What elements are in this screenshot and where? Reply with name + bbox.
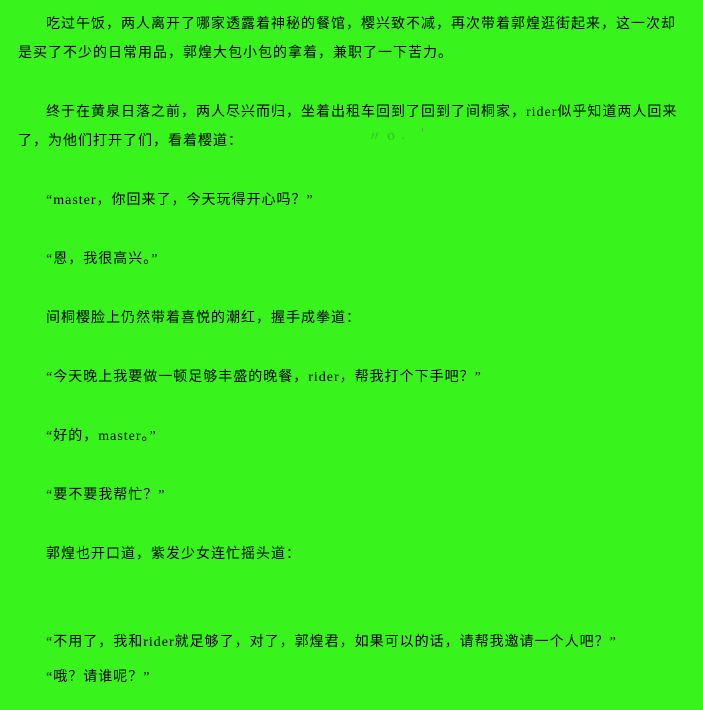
dialogue-paragraph: “不用了，我和rider就足够了，对了，郭煌君，如果可以的话，请帮我邀请一个人吧… (46, 635, 617, 650)
dialogue-paragraph: “master，你回来了，今天玩得开心吗？” (46, 193, 314, 208)
paragraph: 终于在黄泉日落之前，两人尽兴而归，坐着出租车回到了回到了间桐家，rider似乎知… (18, 105, 678, 149)
dialogue-paragraph: “哦？请谁呢？” (46, 670, 151, 685)
paragraph: 吃过午饭，两人离开了哪家透露着神秘的餐馆，樱兴致不减，再次带着郭煌逛街起来，这一… (18, 17, 676, 61)
paragraph: 间桐樱脸上仍然带着喜悦的潮红，握手成拳道： (46, 311, 361, 326)
paragraph: 郭煌也开口道，紫发少女连忙摇头道： (46, 547, 301, 562)
dialogue-paragraph: “恩，我很高兴。” (46, 252, 159, 267)
dialogue-paragraph: “好的，master。” (46, 429, 157, 444)
dialogue-paragraph: “要不要我帮忙？” (46, 488, 166, 503)
dialogue-paragraph: “今天晚上我要做一顿足够丰盛的晚餐，rider，帮我打个下手吧？” (46, 370, 482, 385)
